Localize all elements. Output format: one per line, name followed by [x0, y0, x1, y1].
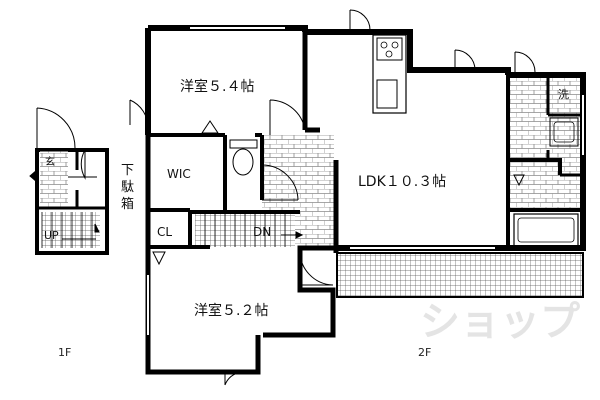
shoe-box-label-1: 下 — [121, 163, 134, 178]
western-room-top-label: 洋室５.４帖 — [180, 78, 254, 95]
shoe-box-label-2: 駄 — [121, 180, 134, 195]
second-floor — [129, 9, 586, 386]
bath-tile — [510, 75, 582, 210]
wic-label: WIC — [167, 167, 191, 181]
ldk-label: LDK１０.３帖 — [358, 174, 446, 190]
second-floor-label: 2F — [418, 346, 431, 359]
first-floor-stairs-label: UP — [44, 229, 59, 242]
first-floor-label: 1F — [58, 346, 71, 359]
toilet-bowl — [232, 148, 254, 176]
kitchen-sink — [376, 79, 398, 109]
kitchen-counter — [372, 34, 407, 114]
stove — [376, 37, 403, 61]
entrance-label: 玄 — [45, 155, 55, 168]
first-floor — [29, 107, 109, 255]
washbasin — [549, 117, 579, 147]
western-room-bottom-label: 洋室５.２帖 — [194, 302, 268, 319]
shoe-box-label-3: 箱 — [121, 196, 134, 212]
second-floor-stairs-label: DN — [253, 225, 271, 239]
bathtub — [513, 213, 579, 247]
entrance-tile — [40, 150, 68, 208]
balcony — [336, 252, 584, 298]
watermark-text: ショップ — [420, 299, 580, 345]
toilet-tank — [229, 139, 258, 149]
closet-label: CL — [157, 225, 172, 239]
washroom-label: 洗 — [558, 88, 569, 101]
